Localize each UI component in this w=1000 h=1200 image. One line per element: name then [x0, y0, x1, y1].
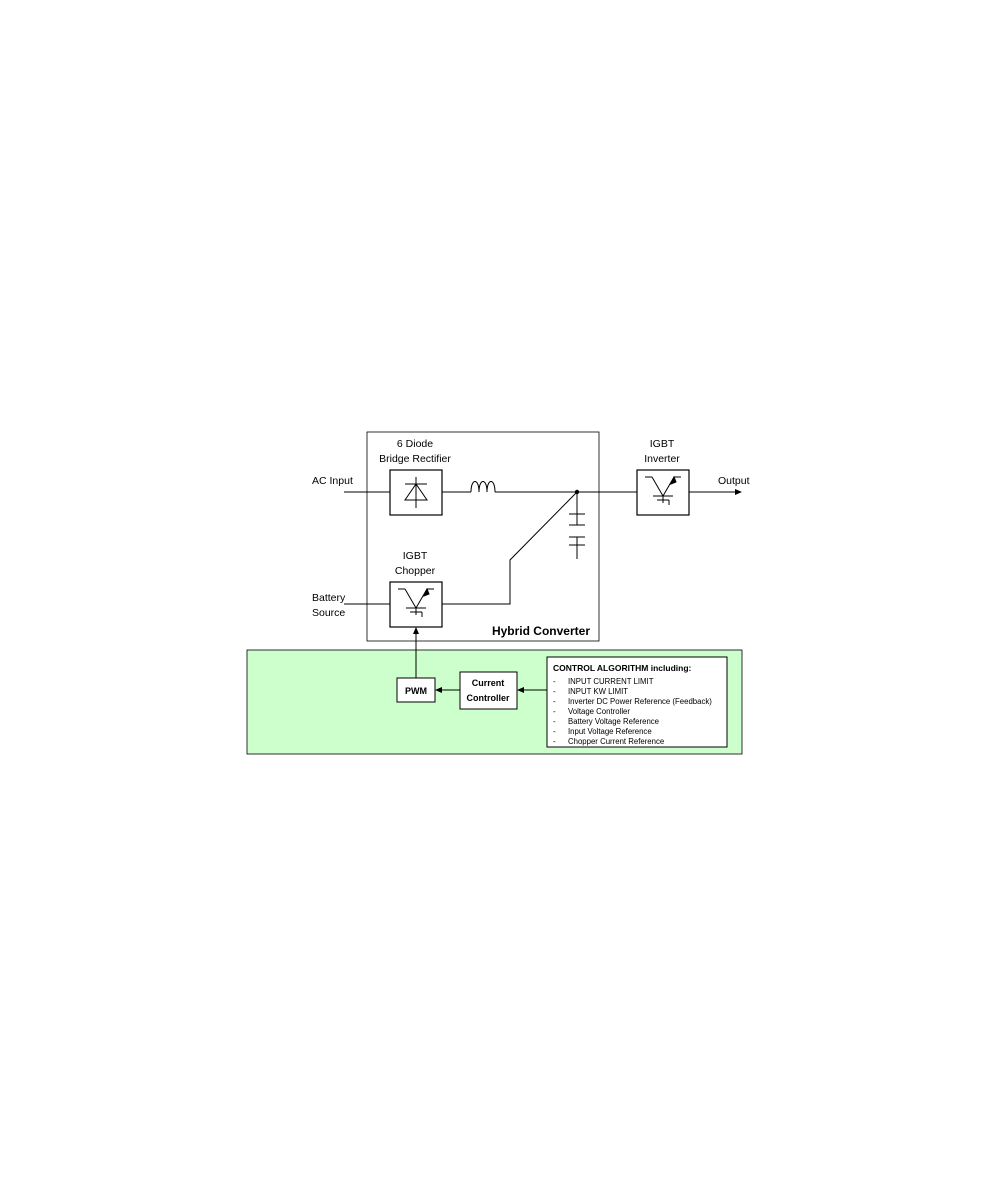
list-item: INPUT KW LIMIT: [568, 687, 628, 696]
current-controller-label-line1: Current: [472, 678, 505, 688]
chopper-box: [389, 581, 443, 628]
chopper-label-line1: IGBT: [403, 550, 428, 562]
output-label: Output: [718, 475, 750, 487]
battery-label-line1: Battery: [312, 592, 346, 604]
list-item-bullet: -: [553, 677, 556, 686]
igbt-icon: [645, 475, 681, 505]
list-item: Battery Voltage Reference: [568, 717, 659, 726]
inductor-icon: [470, 481, 496, 493]
hybrid-converter-label: Hybrid Converter: [492, 624, 590, 638]
pwm-label: PWM: [405, 686, 427, 696]
battery-label-line2: Source: [312, 607, 345, 619]
list-item: Chopper Current Reference: [568, 737, 664, 746]
bus-junction-dot: [574, 489, 580, 495]
wiring: [344, 491, 737, 691]
current-controller-box: [459, 671, 518, 710]
hybrid-converter-box: [366, 431, 600, 642]
inverter-box: [636, 469, 690, 516]
list-item: Inverter DC Power Reference (Feedback): [568, 697, 712, 706]
current-controller-label-line2: Controller: [466, 693, 509, 703]
list-item-bullet: -: [553, 697, 556, 706]
rectifier-label-line1: 6 Diode: [397, 438, 433, 450]
diode-icon: [404, 477, 428, 508]
list-item-bullet: -: [553, 687, 556, 696]
capacitor-icon: [569, 513, 585, 546]
pwm-box: [396, 677, 436, 703]
ac-input-label: AC Input: [312, 475, 353, 487]
inverter-label-line2: Inverter: [644, 453, 680, 465]
list-item-bullet: -: [553, 717, 556, 726]
list-item: Input Voltage Reference: [568, 727, 652, 736]
list-item: INPUT CURRENT LIMIT: [568, 677, 654, 686]
list-item-bullet: -: [553, 727, 556, 736]
arrowheads: [413, 489, 742, 693]
rectifier-label-line2: Bridge Rectifier: [379, 453, 451, 465]
inverter-label-line1: IGBT: [650, 438, 675, 450]
list-item: Voltage Controller: [568, 707, 630, 716]
control-algorithm-box: [546, 656, 728, 748]
list-item-bullet: -: [553, 737, 556, 746]
control-algorithm-title: CONTROL ALGORITHM including:: [553, 663, 692, 673]
list-item-bullet: -: [553, 707, 556, 716]
igbt-icon: [398, 587, 434, 617]
control-algorithm-list: - INPUT CURRENT LIMIT - INPUT KW LIMIT -…: [553, 677, 712, 746]
chopper-label-line2: Chopper: [395, 565, 436, 577]
